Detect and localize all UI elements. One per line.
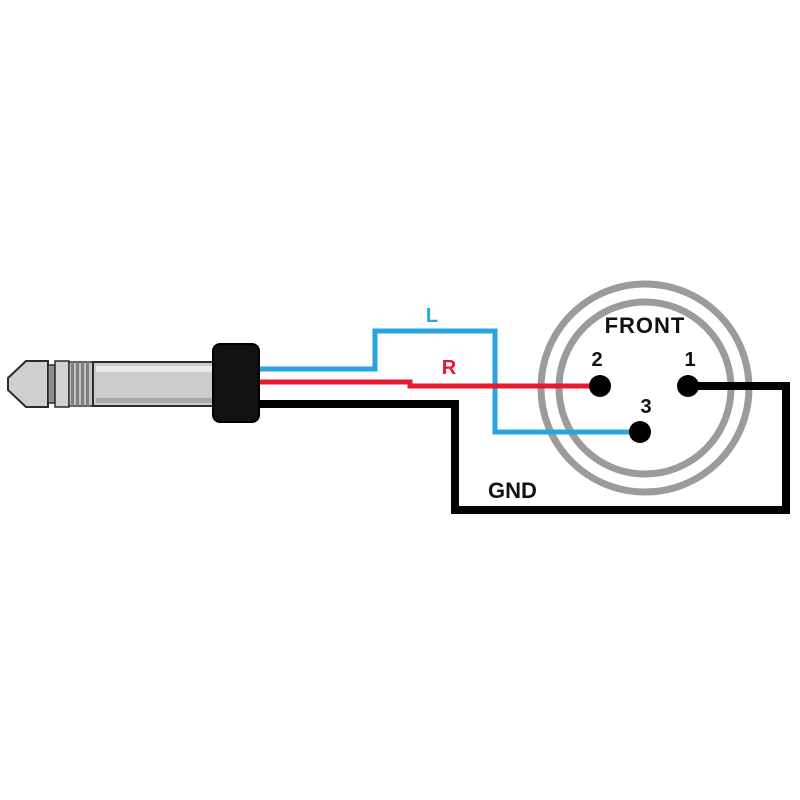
plug-barrel-highlight	[96, 366, 212, 372]
xlr-front-label: FRONT	[605, 313, 686, 338]
plug-tip-groove	[47, 364, 56, 404]
pin-3-contact	[629, 421, 651, 443]
right-wire	[250, 379, 600, 389]
left-wire-label: L	[426, 305, 438, 327]
plug-collar	[212, 343, 260, 423]
left-wire	[250, 328, 640, 435]
plug-ridge	[86, 362, 89, 406]
ground-wire	[250, 382, 790, 514]
plug-ridge	[71, 362, 74, 406]
pin-3-label: 3	[640, 396, 651, 418]
xlr-pins: 2 1 3	[589, 349, 699, 443]
plug-ridges	[71, 362, 89, 406]
pin-2-label: 2	[591, 349, 602, 371]
plug-ridge	[81, 362, 84, 406]
plug-ridge	[76, 362, 79, 406]
plug-ring-band	[54, 360, 70, 408]
pin-2-contact	[589, 375, 611, 397]
pin-1-contact	[677, 375, 699, 397]
pin-1-label: 1	[684, 349, 695, 371]
plug-tip	[7, 360, 49, 408]
trs-plug	[7, 343, 260, 423]
right-wire-label: R	[442, 357, 457, 379]
ground-wire-label: GND	[488, 478, 537, 503]
plug-barrel-shadow	[96, 398, 212, 403]
